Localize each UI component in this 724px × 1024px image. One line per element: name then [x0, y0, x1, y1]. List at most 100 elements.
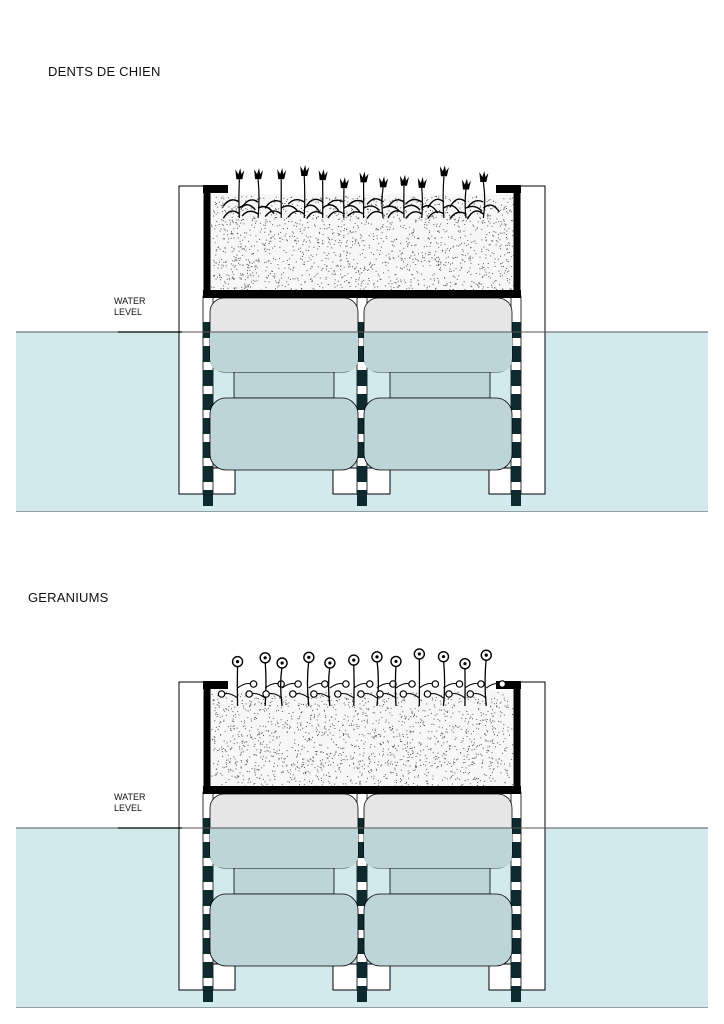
post-segment: [203, 914, 213, 930]
soil-speck: [319, 285, 321, 287]
soil-speck: [361, 283, 363, 285]
soil-speck: [494, 262, 496, 264]
soil-speck: [322, 287, 324, 289]
soil-speck: [387, 762, 389, 764]
soil-speck: [474, 749, 476, 750]
soil-speck: [416, 271, 418, 272]
soil-speck: [402, 774, 404, 776]
soil-speck: [297, 204, 298, 206]
soil-speck: [246, 269, 248, 271]
soil-speck: [245, 703, 247, 705]
soil-speck: [498, 758, 500, 760]
soil-speck: [455, 283, 457, 285]
soil-speck: [399, 220, 401, 222]
soil-speck: [268, 260, 270, 262]
soil-speck: [352, 198, 354, 200]
soil-speck: [489, 199, 491, 201]
soil-speck: [467, 749, 469, 751]
soil-speck: [242, 725, 244, 727]
soil-speck: [229, 760, 231, 762]
soil-speck: [484, 209, 486, 211]
soil-speck: [479, 723, 481, 725]
soil-speck: [270, 721, 272, 723]
soil-speck: [385, 721, 387, 723]
soil-speck: [406, 743, 408, 745]
soil-speck: [254, 772, 256, 774]
soil-speck: [333, 755, 335, 757]
planter-base: [203, 290, 521, 298]
soil-speck: [368, 708, 370, 710]
soil-speck: [480, 753, 482, 755]
soil-speck: [340, 273, 342, 275]
plant-leaf: [264, 210, 282, 218]
plant-leaf-tip: [477, 680, 485, 688]
soil-speck: [262, 758, 264, 760]
soil-speck: [386, 226, 388, 228]
soil-speck: [490, 780, 492, 782]
soil-speck: [386, 213, 387, 215]
soil-speck: [225, 708, 227, 710]
soil-speck: [362, 755, 364, 757]
soil-speck: [503, 220, 505, 222]
soil-speck: [281, 711, 283, 712]
soil-speck: [355, 216, 357, 218]
soil-speck: [284, 726, 286, 728]
soil-speck: [396, 201, 398, 203]
soil-speck: [499, 275, 501, 277]
soil-speck: [367, 222, 369, 224]
soil-speck: [335, 273, 336, 275]
soil-speck: [436, 730, 438, 732]
soil-speck: [426, 215, 428, 217]
soil-speck: [284, 758, 286, 760]
soil-speck: [450, 698, 452, 700]
soil-speck: [387, 220, 389, 222]
soil-speck: [300, 247, 302, 249]
soil-speck: [493, 720, 495, 722]
soil-speck: [396, 773, 398, 775]
soil-speck: [213, 274, 215, 276]
soil-speck: [429, 265, 431, 267]
soil-speck: [498, 270, 500, 272]
soil-speck: [497, 761, 499, 763]
soil-speck: [444, 716, 446, 717]
soil-speck: [279, 697, 281, 699]
soil-speck: [504, 254, 506, 256]
plant-leaf-tip: [431, 680, 440, 688]
soil-speck: [485, 725, 487, 726]
soil-speck: [254, 280, 256, 282]
soil-speck: [241, 248, 243, 250]
soil-speck: [306, 222, 308, 224]
soil-speck: [272, 735, 274, 737]
soil-speck: [376, 209, 378, 211]
soil-speck: [486, 749, 488, 751]
soil-speck: [506, 230, 508, 232]
soil-speck: [340, 269, 342, 271]
soil-speck: [488, 249, 490, 251]
soil-speck: [388, 256, 390, 258]
soil-speck: [278, 758, 280, 760]
soil-speck: [346, 258, 348, 259]
soil-speck: [418, 742, 420, 744]
soil-speck: [417, 272, 419, 274]
soil-speck: [260, 733, 262, 735]
soil-speck: [358, 243, 360, 245]
soil-speck: [303, 704, 304, 705]
soil-speck: [423, 284, 425, 286]
soil-speck: [488, 757, 490, 759]
soil-speck: [421, 273, 423, 275]
soil-speck: [448, 199, 450, 200]
soil-speck: [283, 219, 285, 221]
soil-speck: [233, 721, 235, 723]
plant-leaf-tip: [249, 680, 258, 688]
soil-speck: [438, 280, 440, 282]
soil-speck: [229, 749, 231, 750]
soil-speck: [411, 203, 413, 205]
soil-speck: [401, 759, 403, 760]
soil-speck: [497, 742, 498, 744]
soil-speck: [454, 705, 456, 707]
soil-speck: [466, 216, 468, 218]
soil-speck: [219, 734, 221, 736]
plant-leaf: [466, 210, 484, 220]
soil-speck: [317, 765, 319, 767]
soil-speck: [255, 272, 257, 274]
